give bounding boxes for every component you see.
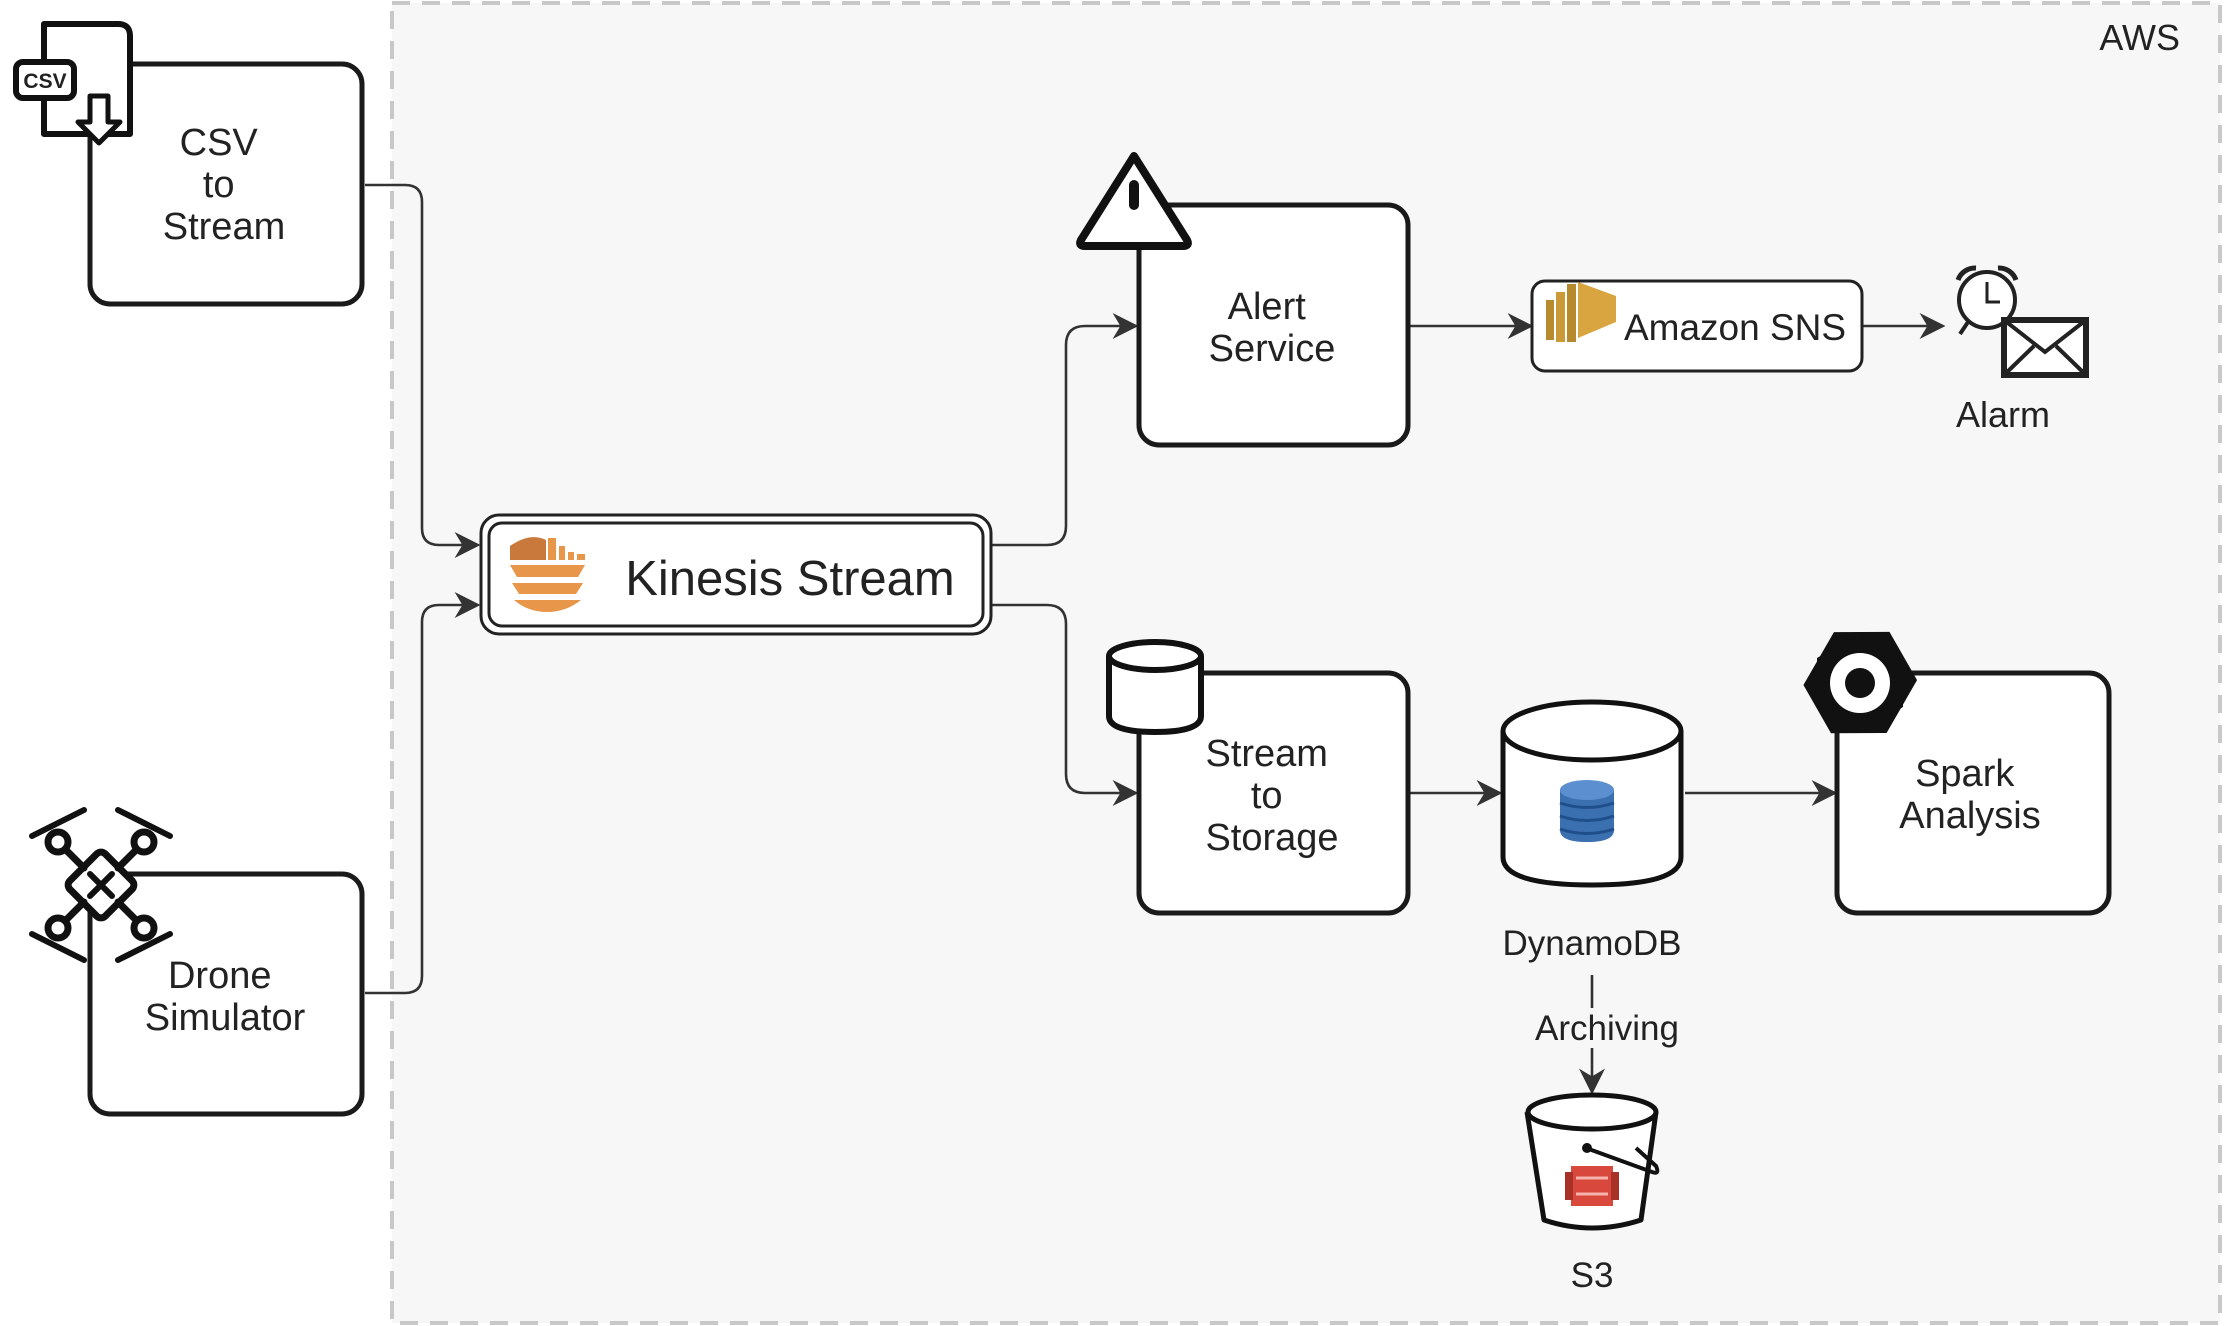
edge-kinesis-to-alert xyxy=(990,313,1139,547)
edge-label-archiving: Archiving xyxy=(1535,1009,1679,1048)
node-stream-to-storage[interactable]: Stream to Storage xyxy=(1106,639,1411,916)
node-dynamodb[interactable]: DynamoDB xyxy=(1500,699,1684,963)
aws-kinesis-icon xyxy=(510,537,585,612)
aws-sns-icon xyxy=(1546,282,1616,342)
aws-boundary-frame xyxy=(390,1,2222,1325)
spark-analysis-box xyxy=(1834,670,2112,916)
alert-service-box xyxy=(1136,202,1411,448)
aws-boundary: AWS xyxy=(390,1,2222,1325)
node-drone-simulator[interactable]: Drone Simulator xyxy=(29,807,365,1117)
alarm-label: Alarm xyxy=(1956,394,2050,435)
dynamodb-cylinder-top xyxy=(1500,699,1684,763)
alert-service-label: Alert Service xyxy=(1209,286,1336,370)
aws-boundary-label: AWS xyxy=(2099,17,2180,58)
csv-file-download-icon: CSV xyxy=(13,21,133,146)
node-kinesis-stream[interactable]: Kinesis Stream xyxy=(479,513,993,636)
edge-kinesis-to-storage xyxy=(990,603,1139,806)
node-csv-to-stream[interactable]: CSV to Stream CSV xyxy=(13,21,365,307)
drone-simulator-label: Drone Simulator xyxy=(145,955,306,1039)
edge-csv-to-kinesis xyxy=(365,183,481,558)
csv-to-stream-box xyxy=(87,61,365,307)
alarm-clock-email-icon xyxy=(1955,265,2089,378)
drone-icon xyxy=(29,807,173,963)
dynamodb-label: DynamoDB xyxy=(1503,924,1682,963)
s3-label: S3 xyxy=(1571,1256,1614,1295)
kinesis-inner-border xyxy=(487,521,985,628)
warning-triangle-icon xyxy=(1076,152,1192,250)
csv-to-stream-label: CSV to Stream xyxy=(163,122,285,248)
amazon-sns-label: Amazon SNS xyxy=(1624,307,1846,348)
stream-to-storage-label: Stream to Storage xyxy=(1205,733,1338,859)
stream-to-storage-box xyxy=(1136,670,1411,916)
node-spark-analysis[interactable]: Spark Analysis xyxy=(1789,608,2112,916)
edge-drone-to-kinesis xyxy=(365,592,481,995)
database-cylinder-icon xyxy=(1106,639,1204,736)
csv-badge: CSV xyxy=(23,70,66,93)
node-amazon-sns[interactable]: Amazon SNS xyxy=(1530,279,1864,373)
kinesis-stream-label: Kinesis Stream xyxy=(625,552,955,606)
spark-analysis-label: Spark Analysis xyxy=(1899,753,2041,837)
aws-s3-bucket-icon xyxy=(1524,1092,1660,1231)
aws-dynamodb-icon xyxy=(1559,780,1615,842)
node-alarm[interactable]: Alarm xyxy=(1955,265,2089,435)
node-s3[interactable]: S3 xyxy=(1524,1092,1660,1295)
drone-simulator-box xyxy=(87,871,365,1117)
gear-icon xyxy=(1803,631,1918,734)
edges: Archiving xyxy=(365,183,1946,1095)
node-alert-service[interactable]: Alert Service xyxy=(1076,152,1411,448)
